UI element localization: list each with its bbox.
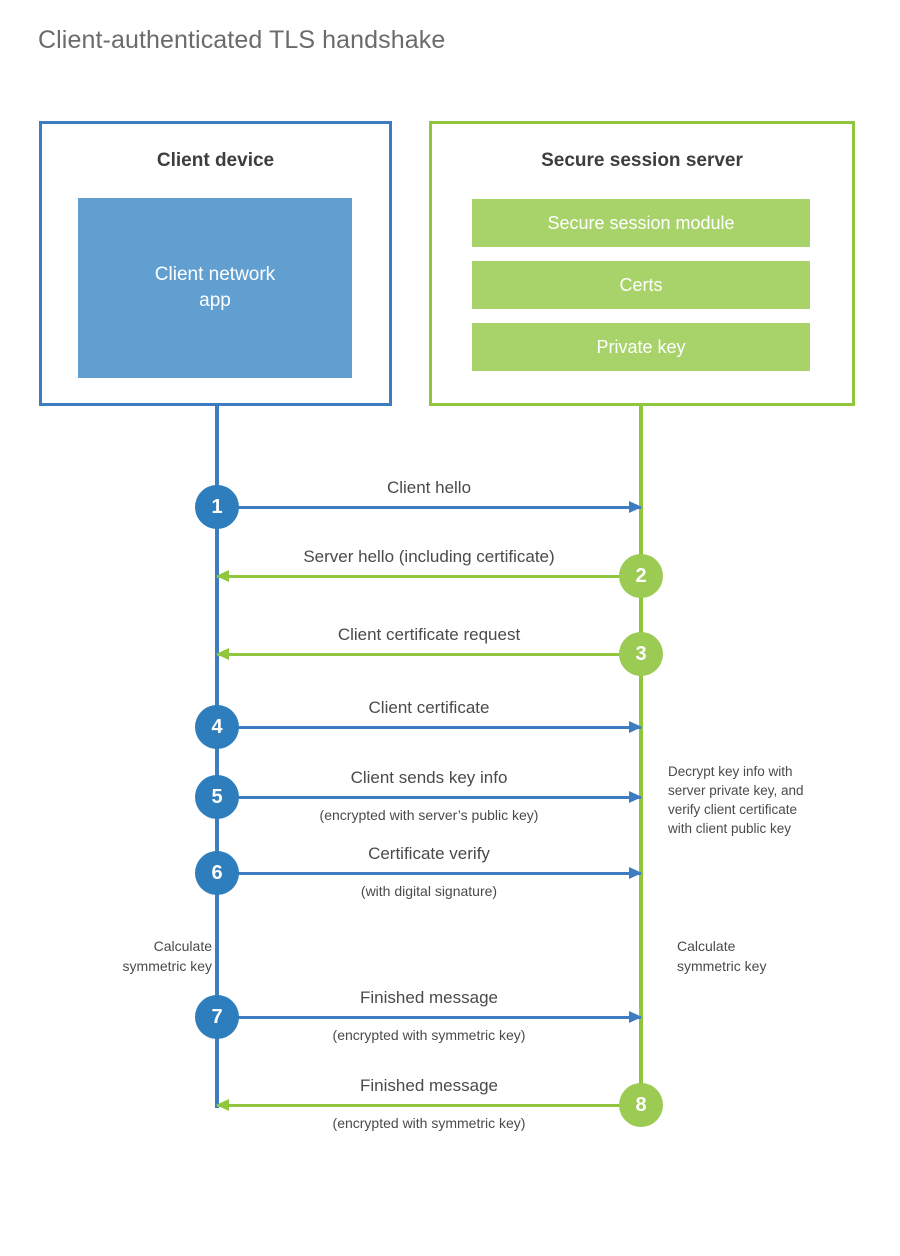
arrowhead-icon-3 [216, 648, 229, 660]
step-circle-3: 3 [619, 632, 663, 676]
server-component-list: Secure session module Certs Private key [472, 199, 810, 371]
step-circle-6: 6 [195, 851, 239, 895]
message-arrow-3 [216, 648, 641, 660]
note-client-calculate-symmetric-key: Calculate symmetric key [122, 938, 212, 974]
arrowhead-icon-5 [629, 791, 642, 803]
secure-session-server-title: Secure session server [541, 150, 743, 171]
message-label-5: Client sends key info [350, 768, 508, 787]
step-circle-8: 8 [619, 1083, 663, 1127]
message-label-8: Finished message [360, 1076, 498, 1095]
server-component-private-key: Private key [472, 323, 810, 371]
step-circle-7: 7 [195, 995, 239, 1039]
message-arrow-8 [216, 1099, 641, 1111]
arrowhead-icon-6 [629, 867, 642, 879]
message-label-2: Server hello (including certificate) [303, 547, 555, 566]
page-title: Client-authenticated TLS handshake [38, 26, 446, 54]
server-component-certs: Certs [472, 261, 810, 309]
message-sublabel-6: (with digital signature) [360, 883, 498, 899]
note-server-calculate-symmetric-key: Calculate symmetric key [677, 938, 767, 974]
message-label-1: Client hello [386, 478, 472, 497]
message-label-3: Client certificate request [337, 625, 521, 644]
message-sublabel-5: (encrypted with server’s public key) [319, 807, 539, 823]
arrowhead-icon-7 [629, 1011, 642, 1023]
note-server-decrypt: Decrypt key info with server private key… [668, 764, 804, 837]
message-label-6: Certificate verify [368, 844, 490, 863]
message-arrow-5 [217, 791, 642, 803]
step-circle-4: 4 [195, 705, 239, 749]
message-arrow-6 [217, 867, 642, 879]
message-sublabel-7: (encrypted with symmetric key) [332, 1027, 526, 1043]
client-lifeline [215, 405, 219, 1108]
message-arrow-4 [217, 721, 642, 733]
secure-session-server-box: Secure session server Secure session mod… [429, 121, 855, 406]
step-circle-5: 5 [195, 775, 239, 819]
arrowhead-icon-1 [629, 501, 642, 513]
message-arrow-2 [216, 570, 641, 582]
message-sublabel-8: (encrypted with symmetric key) [332, 1115, 526, 1131]
client-network-app-block: Client network app [78, 198, 352, 378]
client-device-box: Client device Client network app [39, 121, 392, 406]
step-circle-1: 1 [195, 485, 239, 529]
server-component-secure-session-module: Secure session module [472, 199, 810, 247]
message-arrow-1 [217, 501, 642, 513]
server-lifeline [639, 405, 643, 1108]
message-label-7: Finished message [360, 988, 498, 1007]
message-label-4: Client certificate [368, 698, 490, 717]
message-arrow-7 [217, 1011, 642, 1023]
arrowhead-icon-4 [629, 721, 642, 733]
arrowhead-icon-2 [216, 570, 229, 582]
client-device-title: Client device [156, 150, 275, 171]
step-circle-2: 2 [619, 554, 663, 598]
arrowhead-icon-8 [216, 1099, 229, 1111]
